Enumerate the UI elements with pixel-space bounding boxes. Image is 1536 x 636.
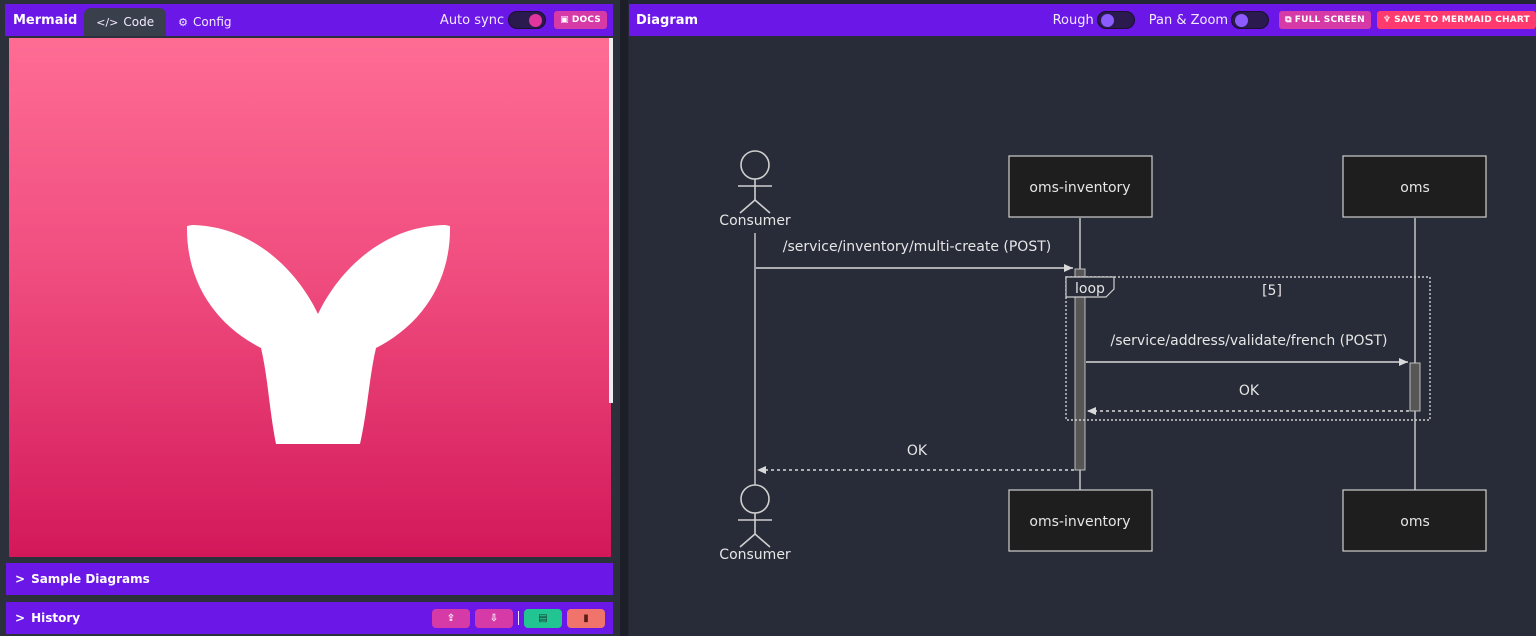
upload-button[interactable]: ⇪ xyxy=(432,608,470,628)
participant-label: oms-inventory xyxy=(1029,180,1130,196)
message-label: OK xyxy=(1239,383,1260,399)
save-to-mermaid-chart-label: SAVE TO MERMAID CHART xyxy=(1394,15,1530,25)
gears-icon: ⚙ xyxy=(178,15,188,29)
sample-diagrams-label: Sample Diagrams xyxy=(31,572,150,586)
tab-config-label: Config xyxy=(193,15,232,29)
participant-box[interactable] xyxy=(1342,489,1487,552)
brand-title: Mermaid xyxy=(13,12,78,28)
loop-condition: [5] xyxy=(1262,283,1282,299)
clear-history-button[interactable]: ▮ xyxy=(567,608,605,628)
download-icon: ⇩ xyxy=(489,612,499,624)
editor-header: Mermaid </> Code ⚙ Config Auto sync ▣ DO… xyxy=(5,4,613,36)
diagram-header: Diagram Rough Pan & Zoom ⧉ FULL SCREEN ♆… xyxy=(629,4,1536,36)
save-to-mermaid-chart-button[interactable]: ♆ SAVE TO MERMAID CHART xyxy=(1376,11,1536,29)
history-panel[interactable]: > History ⇪ ⇩ ▤ ▮ xyxy=(6,602,613,634)
trash-icon: ▮ xyxy=(583,612,589,624)
docs-button[interactable]: ▣ DOCS xyxy=(554,11,607,29)
message-label: OK xyxy=(907,443,928,459)
editor-scrollbar[interactable] xyxy=(609,38,613,403)
chevron-right-icon: > xyxy=(15,572,26,586)
pane-divider[interactable] xyxy=(620,0,628,636)
editor-pane: Mermaid </> Code ⚙ Config Auto sync ▣ DO… xyxy=(0,0,620,636)
consumer-actor-icon[interactable] xyxy=(738,150,772,214)
history-actions: ⇪ ⇩ ▤ ▮ xyxy=(432,608,605,628)
editor-header-actions: Auto sync ▣ DOCS xyxy=(440,11,607,29)
mermaid-logo-icon xyxy=(186,225,451,444)
save-history-button[interactable]: ▤ xyxy=(524,608,562,628)
participant-box[interactable] xyxy=(1342,155,1487,218)
toggle-knob xyxy=(1235,14,1249,27)
sequence-diagram: loop [5] /service/inventory/multi-create… xyxy=(719,150,1487,563)
code-editor-loading[interactable] xyxy=(9,38,611,557)
actor-label: Consumer xyxy=(719,213,791,229)
divider xyxy=(518,611,519,625)
rough-toggle[interactable] xyxy=(1096,11,1135,29)
message-label: /service/inventory/multi-create (POST) xyxy=(783,239,1051,255)
rough-label: Rough xyxy=(1052,12,1094,28)
download-button[interactable]: ⇩ xyxy=(475,608,513,628)
upload-icon: ⇪ xyxy=(446,612,456,624)
toggle-knob xyxy=(529,14,543,27)
loop-label-box xyxy=(1065,276,1115,298)
auto-sync-toggle[interactable] xyxy=(508,11,547,29)
participant-box[interactable] xyxy=(1008,489,1153,552)
book-icon: ▣ xyxy=(560,15,569,25)
oms-inventory-activation xyxy=(1074,268,1086,471)
code-icon: </> xyxy=(96,15,119,29)
diagram-header-actions: Rough Pan & Zoom ⧉ FULL SCREEN ♆ SAVE TO… xyxy=(1053,11,1536,29)
full-screen-button[interactable]: ⧉ FULL SCREEN xyxy=(1279,11,1371,29)
loop-frame xyxy=(1065,276,1431,421)
diagram-canvas[interactable]: loop [5] /service/inventory/multi-create… xyxy=(629,36,1536,636)
participant-label: oms xyxy=(1400,180,1430,196)
sample-diagrams-panel[interactable]: > Sample Diagrams xyxy=(6,563,613,595)
pan-zoom-toggle[interactable] xyxy=(1231,11,1270,29)
auto-sync-label: Auto sync xyxy=(439,12,505,28)
participant-label: oms xyxy=(1400,514,1430,530)
oms-activation xyxy=(1409,362,1421,412)
tab-config[interactable]: ⚙ Config xyxy=(166,8,243,36)
participant-box[interactable] xyxy=(1008,155,1153,218)
history-label: History xyxy=(31,611,81,625)
mermaid-chart-icon: ♆ xyxy=(1382,15,1392,25)
actor-label: Consumer xyxy=(719,547,791,563)
tab-code[interactable]: </> Code xyxy=(84,8,167,36)
docs-label: DOCS xyxy=(571,15,601,25)
participant-label: oms-inventory xyxy=(1029,514,1130,530)
pan-zoom-label: Pan & Zoom xyxy=(1148,12,1229,28)
external-link-icon: ⧉ xyxy=(1285,15,1292,25)
message-label: /service/address/validate/french (POST) xyxy=(1111,333,1388,349)
consumer-actor-icon[interactable] xyxy=(738,484,772,548)
loop-label: loop xyxy=(1075,281,1105,297)
save-icon: ▤ xyxy=(538,612,548,624)
tab-code-label: Code xyxy=(123,15,155,29)
full-screen-label: FULL SCREEN xyxy=(1294,15,1365,25)
diagram-title: Diagram xyxy=(636,12,699,28)
toggle-knob xyxy=(1100,14,1114,27)
chevron-right-icon: > xyxy=(15,611,26,625)
